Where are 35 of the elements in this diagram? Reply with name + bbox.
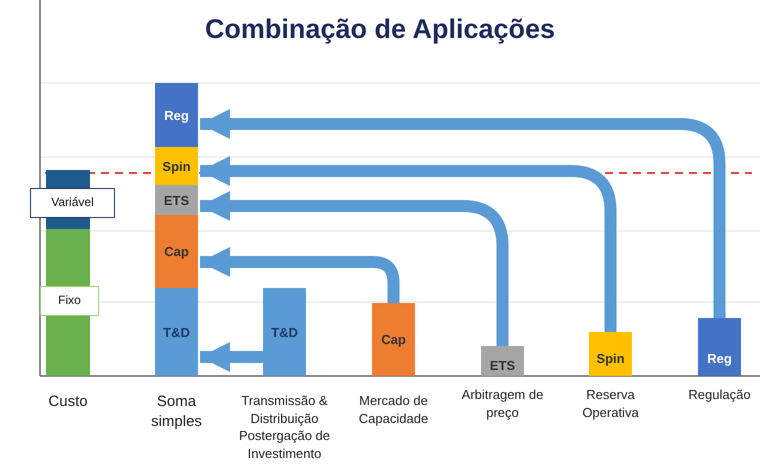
arrow: [200, 156, 616, 332]
bar-label: T&D: [163, 324, 190, 340]
bar-segment: [481, 346, 524, 376]
legend-tag: Fixo: [40, 286, 99, 316]
category-label: Transmissão & Distribuição Postergação de Investimento: [238, 392, 332, 462]
bar-label: Cap: [164, 244, 189, 259]
arrow: [200, 109, 726, 318]
arrow: [200, 191, 508, 346]
category-label: Custo: [47, 392, 89, 412]
category-label: Soma simples: [150, 392, 203, 432]
bar-label: Spin: [162, 158, 191, 174]
bar-segment: [155, 215, 198, 288]
legend-tag: Variável: [30, 188, 115, 218]
arrow: [200, 342, 263, 372]
arrow: [200, 247, 400, 303]
bar-segment: [155, 83, 198, 147]
bar-label: Reg: [164, 108, 189, 122]
bar-label: T&D: [271, 324, 298, 340]
category-label: Mercado de Capacidade: [358, 392, 430, 428]
bar-segment: [589, 332, 632, 376]
category-label: Reserva Operativa: [581, 386, 640, 422]
bar-label: Spin: [596, 351, 625, 368]
bar-segment: [155, 147, 198, 185]
category-label: Arbitragem de preço: [460, 386, 544, 422]
bar-segment: [372, 303, 415, 376]
category-label: Regulação: [687, 386, 752, 404]
bar-segment: [155, 185, 198, 215]
chart-title: Combinação de Aplicações: [204, 14, 556, 45]
bar-segment: [263, 288, 306, 376]
bar-label: Cap: [381, 332, 406, 347]
bar-segment: [698, 318, 741, 376]
bar-label: ETS: [164, 192, 190, 208]
bar-segment: [155, 288, 198, 376]
bar-label: Reg: [707, 351, 732, 368]
bar-label: ETS: [490, 358, 516, 375]
